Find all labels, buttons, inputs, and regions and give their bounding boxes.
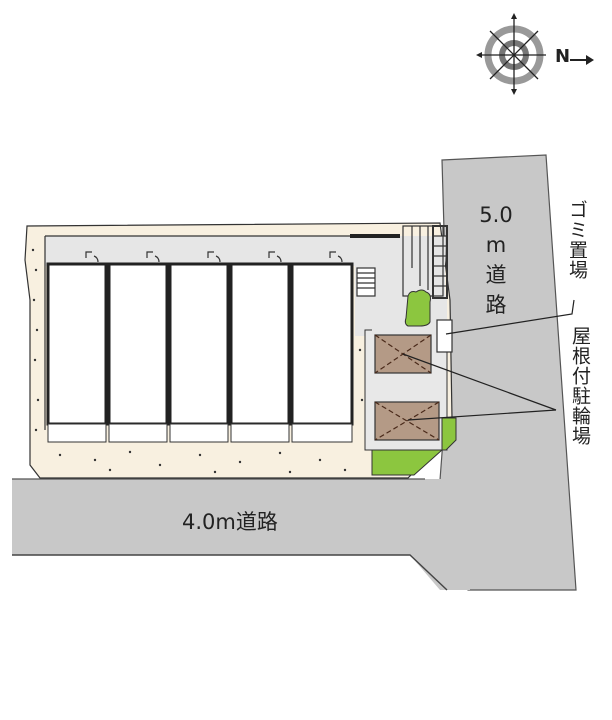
road-bottom	[12, 479, 470, 590]
road-right-label: 5.0 m 道 路	[478, 200, 514, 320]
road-right-label-line: 道	[485, 263, 507, 287]
compass-rose-icon	[476, 13, 594, 95]
greenery-bottom	[371, 449, 444, 476]
leader-lines	[402, 299, 575, 421]
units	[46, 251, 354, 443]
compass-north-label: N	[555, 46, 571, 67]
walkway	[45, 236, 365, 266]
unit-stairs	[356, 267, 376, 297]
greenery-top	[404, 289, 431, 327]
road-bottom-label: 4.0m道路	[182, 510, 278, 534]
trash-station	[436, 319, 453, 353]
trash-area-label: ゴミ置場	[566, 200, 588, 280]
greenery-right	[441, 417, 457, 451]
road-right-label-line: 5.0	[479, 203, 513, 227]
road-right-label-line: 路	[485, 293, 507, 317]
road-right-label-line: m	[485, 233, 507, 257]
bike-parking	[374, 334, 440, 441]
lot-texture	[31, 248, 364, 474]
bike-parking-label: 屋根付駐輪場	[569, 326, 591, 446]
